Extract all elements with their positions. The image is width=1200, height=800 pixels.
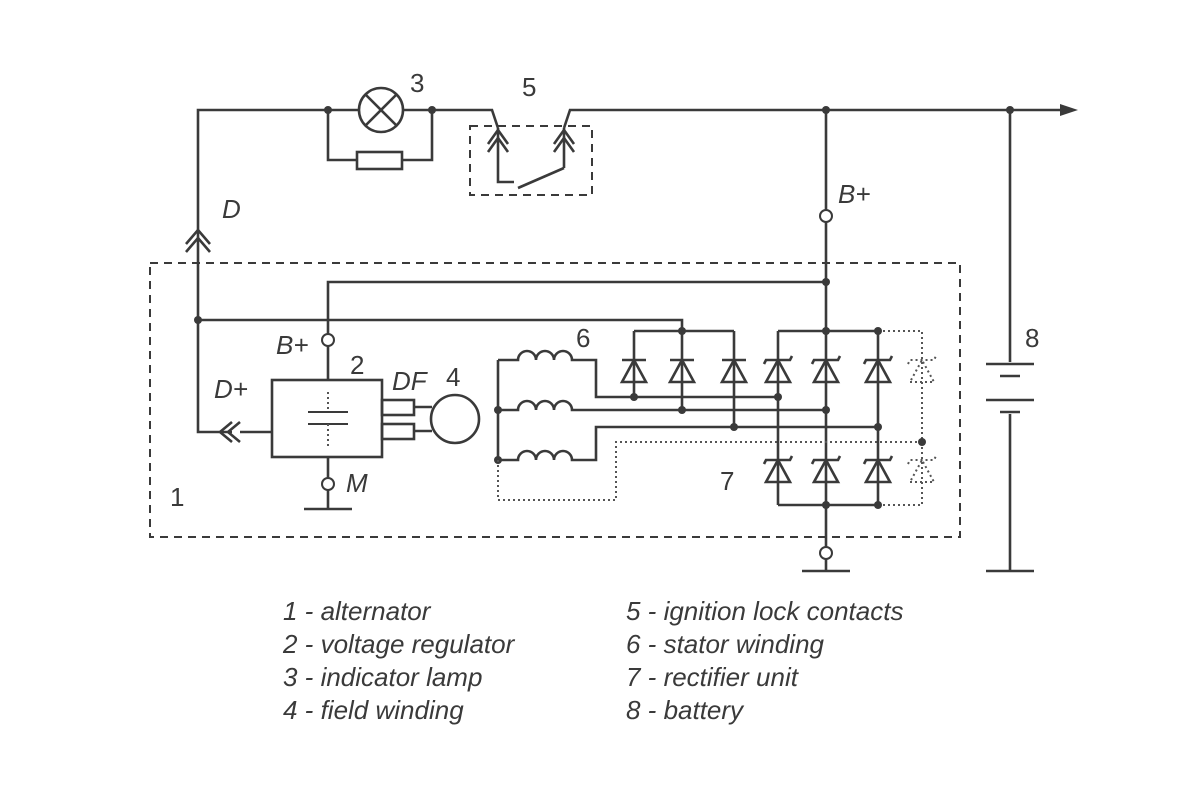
indicator-lamp-icon — [357, 86, 405, 134]
label-df: DF — [392, 366, 429, 396]
label-7: 7 — [720, 466, 734, 496]
label-d-plus: D+ — [214, 374, 248, 404]
label-8: 8 — [1025, 323, 1039, 353]
stator-winding — [494, 349, 922, 501]
legend-item-3: 3 - indicator lamp — [283, 662, 482, 692]
label-5: 5 — [522, 72, 536, 102]
ground-terminal — [802, 546, 850, 573]
bplus-main-line — [819, 110, 833, 553]
label-3: 3 — [410, 68, 424, 98]
alternator-internal-wiring — [194, 278, 830, 511]
resistor-icon — [355, 150, 404, 171]
legend-item-6: 6 - stator winding — [626, 629, 825, 659]
label-d: D — [222, 194, 241, 224]
label-2: 2 — [350, 350, 364, 380]
legend-item-4: 4 - field winding — [283, 695, 464, 725]
battery-icon — [986, 110, 1034, 573]
label-1: 1 — [170, 482, 184, 512]
ignition-lock-contacts — [469, 125, 593, 196]
label-m: M — [346, 468, 368, 498]
d-connector-icon — [185, 228, 211, 253]
label-b-plus-top: B+ — [838, 179, 871, 209]
legend: 1 - alternator 2 - voltage regulator 3 -… — [282, 596, 903, 725]
field-winding-icon — [414, 393, 481, 445]
alternator-boundary — [149, 262, 961, 538]
legend-item-1: 1 - alternator — [283, 596, 432, 626]
label-4: 4 — [446, 362, 460, 392]
rectifier-unit — [619, 327, 937, 509]
legend-item-5: 5 - ignition lock contacts — [626, 596, 903, 626]
label-b-plus-regulator: B+ — [276, 330, 309, 360]
top-wiring — [196, 104, 1078, 320]
legend-item-7: 7 - rectifier unit — [626, 662, 800, 692]
label-6: 6 — [576, 323, 590, 353]
legend-item-2: 2 - voltage regulator — [282, 629, 516, 659]
legend-item-8: 8 - battery — [626, 695, 745, 725]
